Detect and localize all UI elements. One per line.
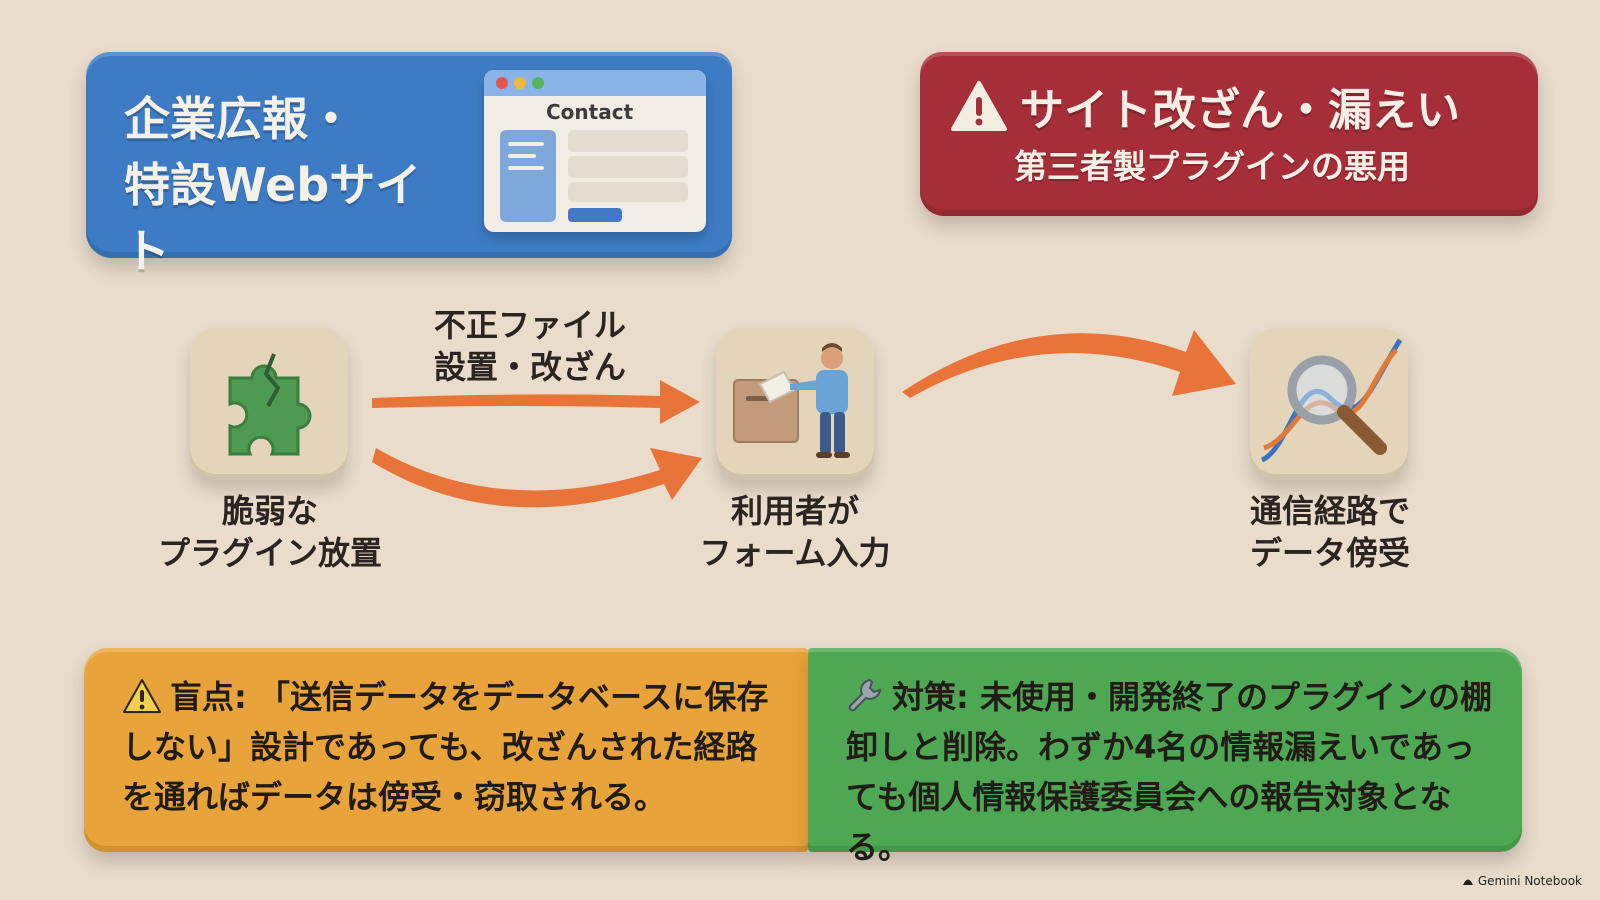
countermeasure-note: 対策: 未使用・開発終了のプラグインの棚卸しと削除。わずか4名の情報漏えいであっ… xyxy=(846,672,1494,872)
tile-user-form xyxy=(716,328,874,480)
threat-panel: サイト改ざん・漏えい 第三者製プラグインの悪用 xyxy=(920,52,1538,216)
warning-icon xyxy=(951,81,1007,131)
browser-window-icon: Contact xyxy=(484,70,706,232)
contact-form-heading: Contact xyxy=(546,100,634,124)
person-mailbox-icon xyxy=(733,343,850,458)
node-label-vulnerable-plugin: 脆弱な プラグイン放置 xyxy=(157,492,382,572)
blind-spot-lead: 盲点: xyxy=(170,678,247,716)
blind-spot-text: 「送信データをデータベースに保存しない」設計であっても、改ざんされた経路を通れば… xyxy=(122,678,769,816)
tile-interception xyxy=(1250,328,1408,480)
arrow-plugin-to-form-lower xyxy=(372,448,702,508)
countermeasure-lead: 対策: xyxy=(892,678,969,716)
warning-icon xyxy=(123,679,161,713)
tile-vulnerable-plugin xyxy=(190,328,348,480)
broken-puzzle-icon xyxy=(228,353,312,456)
footer-brand-text: Gemini Notebook xyxy=(1477,874,1582,888)
magnifier-wire-icon xyxy=(1260,338,1403,463)
blind-spot-panel: 盲点: 「送信データをデータベースに保存しない」設計であっても、改ざんされた経路… xyxy=(84,648,808,852)
blind-spot-note: 盲点: 「送信データをデータベースに保存しない」設計であっても、改ざんされた経路… xyxy=(122,672,780,822)
countermeasure-text: 未使用・開発終了のプラグインの棚卸しと削除。わずか4名の情報漏えいであっても個人… xyxy=(846,678,1492,866)
site-panel-title: 企業広報・ 特設Webサイト xyxy=(124,92,422,278)
brand-logo-icon xyxy=(1462,879,1473,885)
threat-subtitle: 第三者製プラグインの悪用 xyxy=(1014,147,1410,186)
node-label-user-form: 利用者が フォーム入力 xyxy=(699,492,891,572)
wrench-icon xyxy=(848,678,882,712)
node-label-interception: 通信経路で データ傍受 xyxy=(1249,492,1410,572)
site-panel: 企業広報・ 特設Webサイト Contact xyxy=(86,52,732,278)
arrow-form-to-sniff xyxy=(902,330,1236,398)
footer-brand: Gemini Notebook xyxy=(1462,874,1582,888)
countermeasure-panel: 対策: 未使用・開発終了のプラグインの棚卸しと削除。わずか4名の情報漏えいであっ… xyxy=(808,648,1522,866)
threat-title: サイト改ざん・漏えい xyxy=(1020,85,1460,136)
arrow-caption: 不正ファイル 設置・改ざん xyxy=(433,306,626,386)
